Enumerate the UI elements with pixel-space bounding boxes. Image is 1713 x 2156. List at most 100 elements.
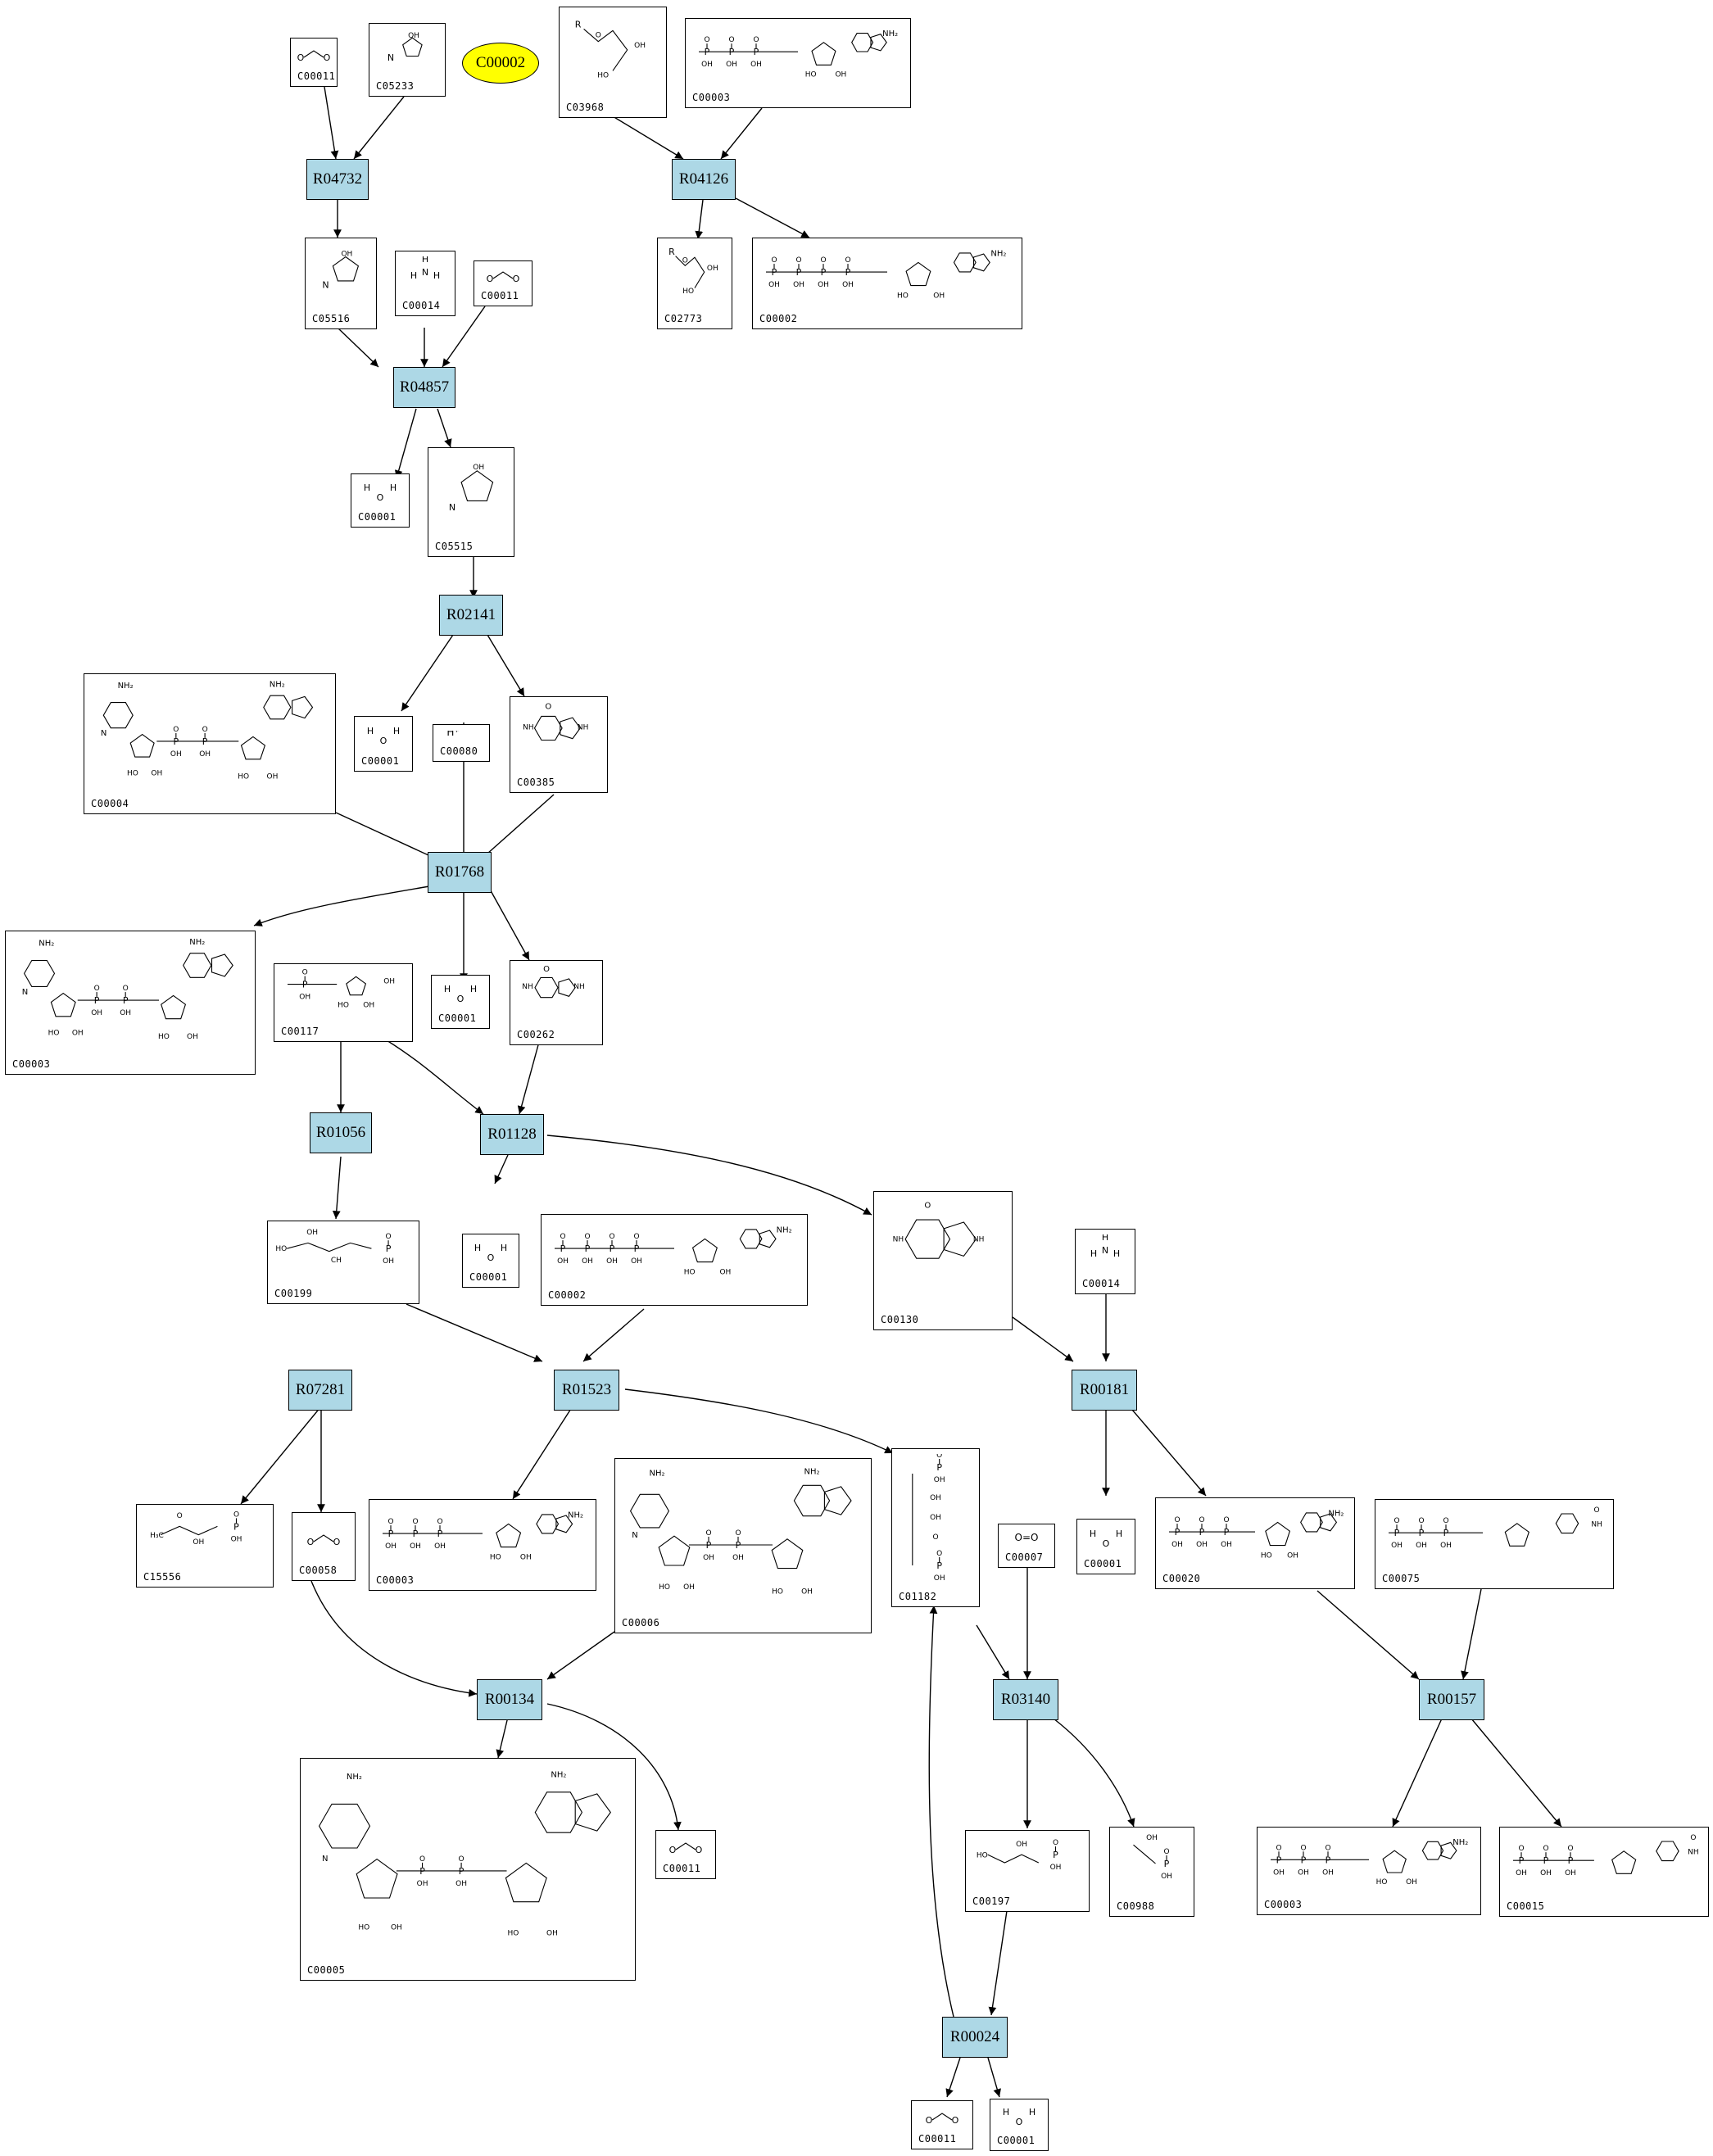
compound-node[interactable]: H⁺C00080 [433, 724, 490, 762]
svg-text:O=O: O=O [1015, 1532, 1039, 1543]
svg-text:OH: OH [306, 1229, 318, 1237]
svg-text:O: O [173, 726, 179, 734]
svg-text:HO: HO [508, 1929, 519, 1937]
svg-text:OH: OH [391, 1923, 402, 1932]
reaction-node[interactable]: R04732 [306, 159, 369, 200]
compound-id: C00080 [440, 745, 478, 757]
reaction-node[interactable]: R01128 [480, 1114, 544, 1155]
compound-id: C00003 [692, 92, 731, 103]
compound-id: C00014 [1082, 1278, 1121, 1289]
reaction-node[interactable]: R00181 [1072, 1370, 1137, 1411]
svg-text:P: P [936, 1462, 942, 1473]
svg-text:O: O [437, 1518, 442, 1526]
svg-text:OH: OH [1406, 1878, 1417, 1886]
svg-text:O: O [543, 966, 550, 974]
edge [496, 1716, 509, 1759]
svg-text:N: N [632, 1531, 637, 1540]
svg-text:HO: HO [772, 1588, 783, 1596]
svg-text:O: O [487, 1252, 495, 1263]
svg-text:NH₂: NH₂ [568, 1511, 583, 1520]
reaction-node[interactable]: R02141 [439, 595, 503, 636]
svg-text:NH₂: NH₂ [649, 1469, 664, 1478]
reaction-node[interactable]: R00024 [942, 2017, 1008, 2058]
svg-text:O: O [177, 1512, 183, 1520]
svg-text:OH: OH [707, 265, 718, 273]
svg-text:O: O [307, 1537, 315, 1547]
svg-text:HO: HO [238, 772, 249, 781]
compound-id: C00001 [438, 1012, 477, 1024]
edge [494, 1154, 509, 1184]
svg-text:O: O [1567, 1845, 1573, 1853]
reaction-node[interactable]: R07281 [288, 1370, 352, 1411]
svg-text:NH₂: NH₂ [118, 682, 134, 691]
svg-text:OH: OH [151, 769, 162, 777]
highlight-node[interactable]: C00002 [462, 43, 539, 84]
reaction-node[interactable]: R01768 [428, 852, 492, 893]
svg-text:N: N [449, 502, 455, 513]
reaction-node[interactable]: R03140 [993, 1679, 1058, 1720]
svg-text:OH: OH [363, 1002, 374, 1010]
reaction-node[interactable]: R00157 [1419, 1679, 1484, 1720]
reaction-node[interactable]: R01523 [554, 1370, 619, 1411]
edge [695, 199, 704, 240]
edge [479, 794, 555, 861]
reaction-node[interactable]: R00134 [477, 1679, 542, 1720]
svg-text:O: O [609, 1233, 614, 1241]
svg-text:OH: OH [606, 1257, 618, 1266]
svg-text:O: O [735, 1529, 741, 1538]
reaction-node[interactable]: R01056 [310, 1112, 372, 1153]
svg-text:OH: OH [683, 1583, 695, 1592]
svg-text:HO: HO [490, 1553, 501, 1561]
reaction-node[interactable]: R04857 [393, 367, 455, 408]
svg-text:OH: OH [1050, 1864, 1062, 1872]
reaction-node[interactable]: R04126 [672, 159, 736, 200]
svg-text:OH: OH [1196, 1541, 1208, 1549]
compound-id: C00001 [997, 2135, 1036, 2146]
